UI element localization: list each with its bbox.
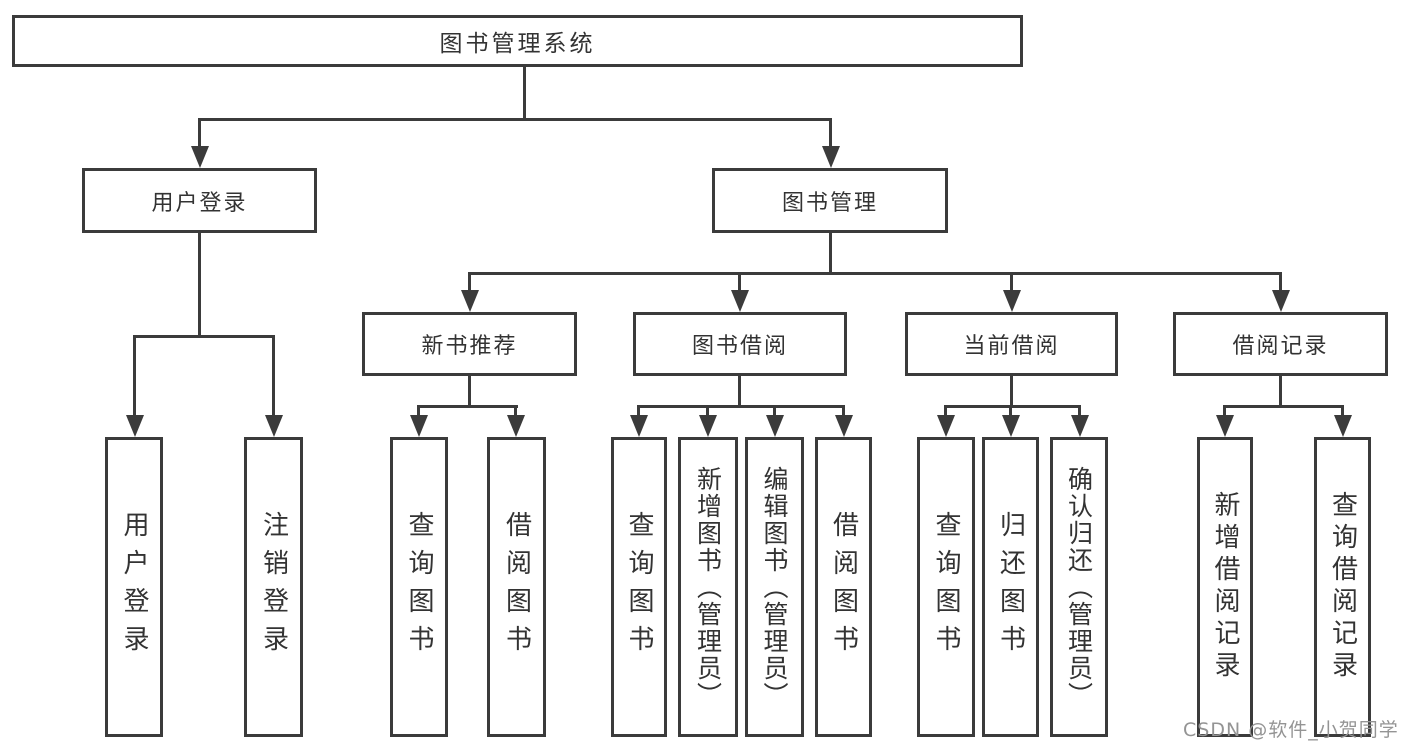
arrow-to-book-borrow bbox=[730, 273, 749, 312]
arrow-to-leaf-user-login bbox=[125, 336, 144, 437]
connector-g4-stem bbox=[1010, 376, 1013, 406]
connector-user-login-stem bbox=[198, 233, 201, 336]
node-library-management-system: 图书管理系统 bbox=[12, 15, 1023, 67]
leaf-query-books-g4: 查询图书 bbox=[917, 437, 975, 737]
node-new-book-recommend: 新书推荐 bbox=[362, 312, 577, 376]
arrow-g5-leaf2 bbox=[1333, 406, 1352, 437]
node-borrow-records: 借阅记录 bbox=[1173, 312, 1388, 376]
leaf-query-books-g2: 查询图书 bbox=[390, 437, 448, 737]
connector-root-stem bbox=[523, 67, 526, 119]
leaf-return-books: 归还图书 bbox=[982, 437, 1039, 737]
leaf-confirm-return-admin: 确认归还（管理员） bbox=[1050, 437, 1108, 737]
connector-book-management-stem bbox=[829, 233, 832, 273]
arrow-g2-leaf1 bbox=[409, 406, 428, 437]
node-book-management: 图书管理 bbox=[712, 168, 948, 233]
arrow-to-current-borrow bbox=[1002, 273, 1021, 312]
arrow-to-borrow-records bbox=[1271, 273, 1290, 312]
arrow-g2-leaf2 bbox=[506, 406, 525, 437]
connector-g2-rail bbox=[417, 405, 518, 408]
arrow-g3-leaf3 bbox=[765, 406, 784, 437]
leaf-add-borrow-record: 新增借阅记录 bbox=[1197, 437, 1253, 737]
arrow-to-user-login bbox=[190, 119, 209, 168]
arrow-to-book-management bbox=[821, 119, 840, 168]
leaf-query-borrow-record: 查询借阅记录 bbox=[1314, 437, 1371, 737]
leaf-borrow-books-g2: 借阅图书 bbox=[487, 437, 546, 737]
arrow-to-new-book-recommend bbox=[460, 273, 479, 312]
node-current-borrow: 当前借阅 bbox=[905, 312, 1118, 376]
leaf-add-books-admin: 新增图书（管理员） bbox=[678, 437, 738, 737]
connector-level3-rail bbox=[468, 272, 1282, 275]
arrow-g4-leaf1 bbox=[936, 406, 955, 437]
connector-g5-stem bbox=[1279, 376, 1282, 406]
arrow-g5-leaf1 bbox=[1215, 406, 1234, 437]
leaf-user-login: 用户登录 bbox=[105, 437, 163, 737]
leaf-logout: 注销登录 bbox=[244, 437, 303, 737]
csdn-watermark: CSDN @软件_小贺同学 bbox=[1183, 719, 1399, 741]
node-book-borrow: 图书借阅 bbox=[633, 312, 847, 376]
arrow-g4-leaf2 bbox=[1001, 406, 1020, 437]
leaf-query-books-g3: 查询图书 bbox=[611, 437, 667, 737]
connector-g2-stem bbox=[468, 376, 471, 406]
connector-g3-stem bbox=[738, 376, 741, 406]
connector-user-login-rail bbox=[133, 335, 275, 338]
connector-g3-rail bbox=[637, 405, 845, 408]
connector-g5-rail bbox=[1223, 405, 1344, 408]
arrow-g3-leaf1 bbox=[629, 406, 648, 437]
node-user-login: 用户登录 bbox=[82, 168, 317, 233]
arrow-g4-leaf3 bbox=[1070, 406, 1089, 437]
connector-g4-rail bbox=[944, 405, 1081, 408]
arrow-to-leaf-logout bbox=[264, 336, 283, 437]
arrow-g3-leaf4 bbox=[834, 406, 853, 437]
leaf-edit-books-admin: 编辑图书（管理员） bbox=[745, 437, 804, 737]
arrow-g3-leaf2 bbox=[698, 406, 717, 437]
connector-level2-rail bbox=[198, 118, 832, 121]
leaf-borrow-books-g3: 借阅图书 bbox=[815, 437, 872, 737]
